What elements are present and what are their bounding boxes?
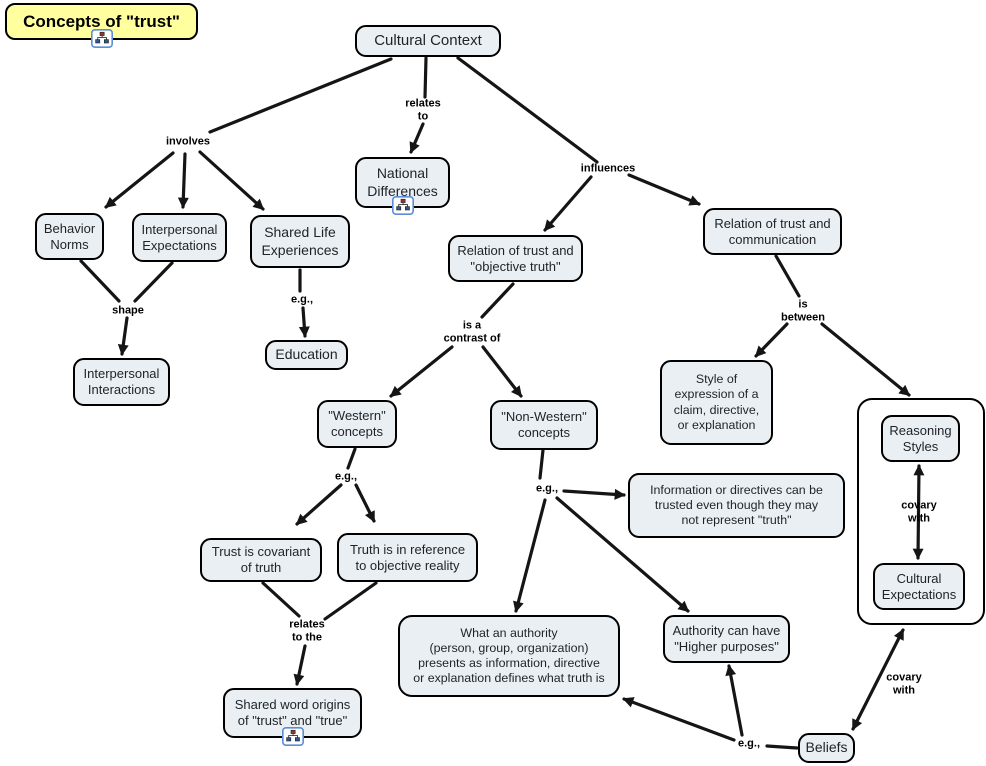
- edge-cultural-influences: [456, 56, 599, 164]
- edge-egb-authority-higher: [725, 664, 744, 737]
- edge-western-eg: [346, 447, 357, 470]
- link-label-shape[interactable]: shape: [112, 304, 144, 317]
- node-truth-reference[interactable]: Truth is in reference to objective reali…: [337, 533, 478, 582]
- edge-cultural-relates-to: [423, 56, 428, 99]
- node-label: Behavior Norms: [43, 220, 96, 252]
- link-label-influences[interactable]: influences: [580, 162, 636, 175]
- link-label-relates-to[interactable]: relates to: [405, 97, 441, 122]
- node-relation-objective-truth[interactable]: Relation of trust and "objective truth": [448, 235, 583, 282]
- edge-relates-shared-word: [293, 644, 307, 686]
- edge-between-style: [754, 322, 789, 358]
- edge-egw-truth-reference: [354, 483, 376, 523]
- node-reasoning-styles[interactable]: Reasoning Styles: [881, 415, 960, 462]
- node-label: Authority can have "Higher purposes": [672, 623, 781, 654]
- map-title: Concepts of "trust": [5, 3, 198, 48]
- node-label: Relation of trust and "objective truth": [457, 242, 574, 274]
- edge-influences-communication: [627, 173, 701, 206]
- node-relation-communication[interactable]: Relation of trust and communication: [703, 208, 842, 255]
- node-education[interactable]: Education: [265, 340, 348, 370]
- node-label: National Differences: [367, 165, 438, 199]
- edge-egw-trust-covariant: [295, 483, 343, 526]
- node-label: Cultural Context: [374, 31, 482, 49]
- edge-trust-relates: [261, 581, 301, 618]
- node-trust-covariant[interactable]: Trust is covariant of truth: [200, 538, 322, 582]
- node-label: What an authority (person, group, organi…: [413, 625, 605, 686]
- node-label: Cultural Expectations: [881, 570, 957, 602]
- node-non-western-concepts[interactable]: "Non-Western" concepts: [490, 400, 598, 450]
- submap-icon[interactable]: [281, 727, 304, 746]
- node-what-authority[interactable]: What an authority (person, group, organi…: [398, 615, 620, 697]
- node-shared-life-experiences[interactable]: Shared Life Experiences: [250, 215, 350, 268]
- edge-involves-shared-life: [198, 150, 265, 211]
- edge-between-group: [820, 322, 911, 397]
- link-label-covary-with-styles[interactable]: covary with: [901, 499, 937, 524]
- node-information-directives[interactable]: Information or directives can be trusted…: [628, 473, 845, 538]
- node-interpersonal-interactions[interactable]: Interpersonal Interactions: [73, 358, 170, 406]
- node-label: Information or directives can be trusted…: [650, 482, 823, 528]
- edge-contrast-nonwestern: [481, 345, 523, 398]
- node-label: "Western" concepts: [328, 408, 386, 439]
- edge-involves-behavior-norms: [104, 151, 175, 209]
- edge-objective-contrast: [480, 282, 515, 319]
- edge-egn-what-authority: [513, 498, 547, 613]
- node-beliefs[interactable]: Beliefs: [798, 733, 855, 763]
- node-label: Relation of trust and communication: [714, 215, 831, 247]
- link-label-is-between[interactable]: is between: [780, 298, 826, 323]
- edge-egb-what-authority: [622, 697, 736, 742]
- edge-communication-between: [774, 254, 801, 298]
- node-label: Interpersonal Expectations: [141, 221, 218, 253]
- node-cultural-expectations[interactable]: Cultural Expectations: [873, 563, 965, 610]
- link-label-covary-with-beliefs[interactable]: covary with: [886, 671, 922, 696]
- edge-contrast-western: [389, 345, 454, 398]
- node-label: Style of expression of a claim, directiv…: [673, 372, 760, 432]
- edge-cultural-involves: [208, 57, 393, 134]
- submap-icon[interactable]: [391, 196, 414, 215]
- node-label: Trust is covariant of truth: [211, 544, 311, 575]
- link-label-involves[interactable]: involves: [165, 135, 211, 148]
- link-label-eg-beliefs[interactable]: e.g.,: [737, 737, 761, 750]
- node-label: Interpersonal Interactions: [83, 366, 160, 397]
- link-label-relates-to-the[interactable]: relates to the: [289, 618, 325, 643]
- node-label: "Non-Western" concepts: [501, 409, 587, 440]
- node-western-concepts[interactable]: "Western" concepts: [317, 400, 397, 448]
- edge-influences-objective-truth: [543, 175, 593, 232]
- edge-nonwestern-eg: [538, 448, 545, 480]
- node-authority-higher-purposes[interactable]: Authority can have "Higher purposes": [663, 615, 790, 663]
- edge-expectations-shape: [133, 261, 174, 303]
- node-shared-word-origins[interactable]: Shared word origins of "trust" and "true…: [223, 688, 362, 746]
- node-label: Shared Life Experiences: [261, 224, 339, 258]
- link-label-eg-western[interactable]: e.g.,: [334, 470, 358, 483]
- node-label: Beliefs: [805, 739, 848, 756]
- edge-relates-to-national: [409, 122, 425, 154]
- node-interpersonal-expectations[interactable]: Interpersonal Expectations: [132, 213, 227, 262]
- node-label: Education: [275, 346, 338, 363]
- edge-involves-interpersonal-expectations: [177, 152, 189, 209]
- edge-eg-education: [298, 306, 310, 338]
- edge-egn-information: [562, 488, 626, 500]
- edge-beliefs-eg: [765, 744, 799, 750]
- submap-icon[interactable]: [90, 29, 113, 48]
- edge-shape-interactions: [117, 316, 129, 356]
- node-style-expression[interactable]: Style of expression of a claim, directiv…: [660, 360, 773, 445]
- node-behavior-norms[interactable]: Behavior Norms: [35, 213, 104, 260]
- link-label-eg-nonwestern[interactable]: e.g.,: [535, 482, 559, 495]
- node-cultural-context[interactable]: Cultural Context: [355, 25, 501, 57]
- node-label: Truth is in reference to objective reali…: [349, 541, 466, 573]
- node-national-differences[interactable]: National Differences: [355, 157, 450, 215]
- node-label: Reasoning Styles: [889, 422, 952, 454]
- edge-truth-relates: [323, 581, 378, 621]
- edge-behavior-shape: [79, 259, 121, 303]
- link-label-eg-education[interactable]: e.g.,: [290, 293, 314, 306]
- node-label: Shared word origins of "trust" and "true…: [234, 697, 351, 728]
- map-title-text: Concepts of "trust": [23, 11, 180, 31]
- link-label-is-a-contrast-of[interactable]: is a contrast of: [443, 319, 501, 344]
